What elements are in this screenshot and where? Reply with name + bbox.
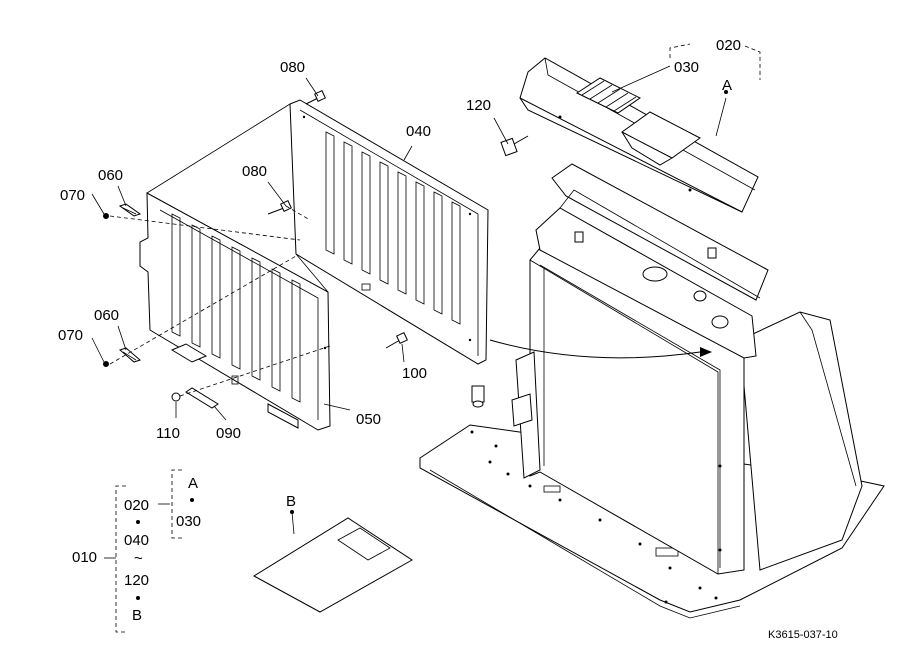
label-040: 040 <box>406 123 431 140</box>
drawing-number: K3615-037-10 <box>768 629 838 641</box>
label-060-upper: 060 <box>98 167 123 184</box>
bolt-080-top <box>305 90 326 105</box>
radiator-assembly <box>419 163 885 619</box>
nut-070-lower <box>103 361 109 367</box>
label-060-lower: 060 <box>94 307 119 324</box>
bolt-100 <box>385 332 408 349</box>
install-arrow <box>489 339 701 359</box>
filler-cap <box>642 266 668 282</box>
bracket-060-lower <box>119 347 141 363</box>
nut-070-upper <box>103 213 109 219</box>
parts-legend: 020 A 030 040 ~ 010 120 B <box>72 469 201 633</box>
legend-010: 010 <box>72 549 97 566</box>
label-080-mid: 080 <box>242 163 267 180</box>
label-100: 100 <box>402 365 427 382</box>
bracket-060-upper <box>118 203 142 217</box>
label-120: 120 <box>466 97 491 114</box>
label-callout-a: A <box>722 77 732 94</box>
label-070-lower: 070 <box>58 327 83 344</box>
label-030: 030 <box>674 59 699 76</box>
legend-040: 040 <box>124 532 149 549</box>
panel-050-slots <box>171 213 301 403</box>
upper-cover-020 <box>519 57 759 213</box>
label-070-upper: 070 <box>60 187 85 204</box>
part-labels: 080 040 080 060 070 060 070 100 110 090 … <box>58 37 741 510</box>
legend-b: B <box>132 607 142 624</box>
bracket-090 <box>185 387 219 409</box>
label-080-top: 080 <box>280 59 305 76</box>
legend-a: A <box>188 475 198 492</box>
panel-040-slots <box>325 131 461 325</box>
assembly-lines <box>109 103 331 397</box>
label-020: 020 <box>716 37 741 54</box>
label-callout-b: B <box>286 493 296 510</box>
legend-030: 030 <box>176 513 201 530</box>
legend-020: 020 <box>124 497 149 514</box>
label-050: 050 <box>356 411 381 428</box>
legend-120: 120 <box>124 572 149 589</box>
label-090: 090 <box>216 425 241 442</box>
sticker-b <box>253 517 413 613</box>
bolt-120 <box>500 135 529 157</box>
label-110: 110 <box>156 425 180 442</box>
leader-lines <box>91 43 761 535</box>
panel-050 <box>139 192 331 431</box>
nut-110 <box>171 392 181 402</box>
drain-plug <box>471 385 485 403</box>
legend-tilde: ~ <box>134 550 143 567</box>
